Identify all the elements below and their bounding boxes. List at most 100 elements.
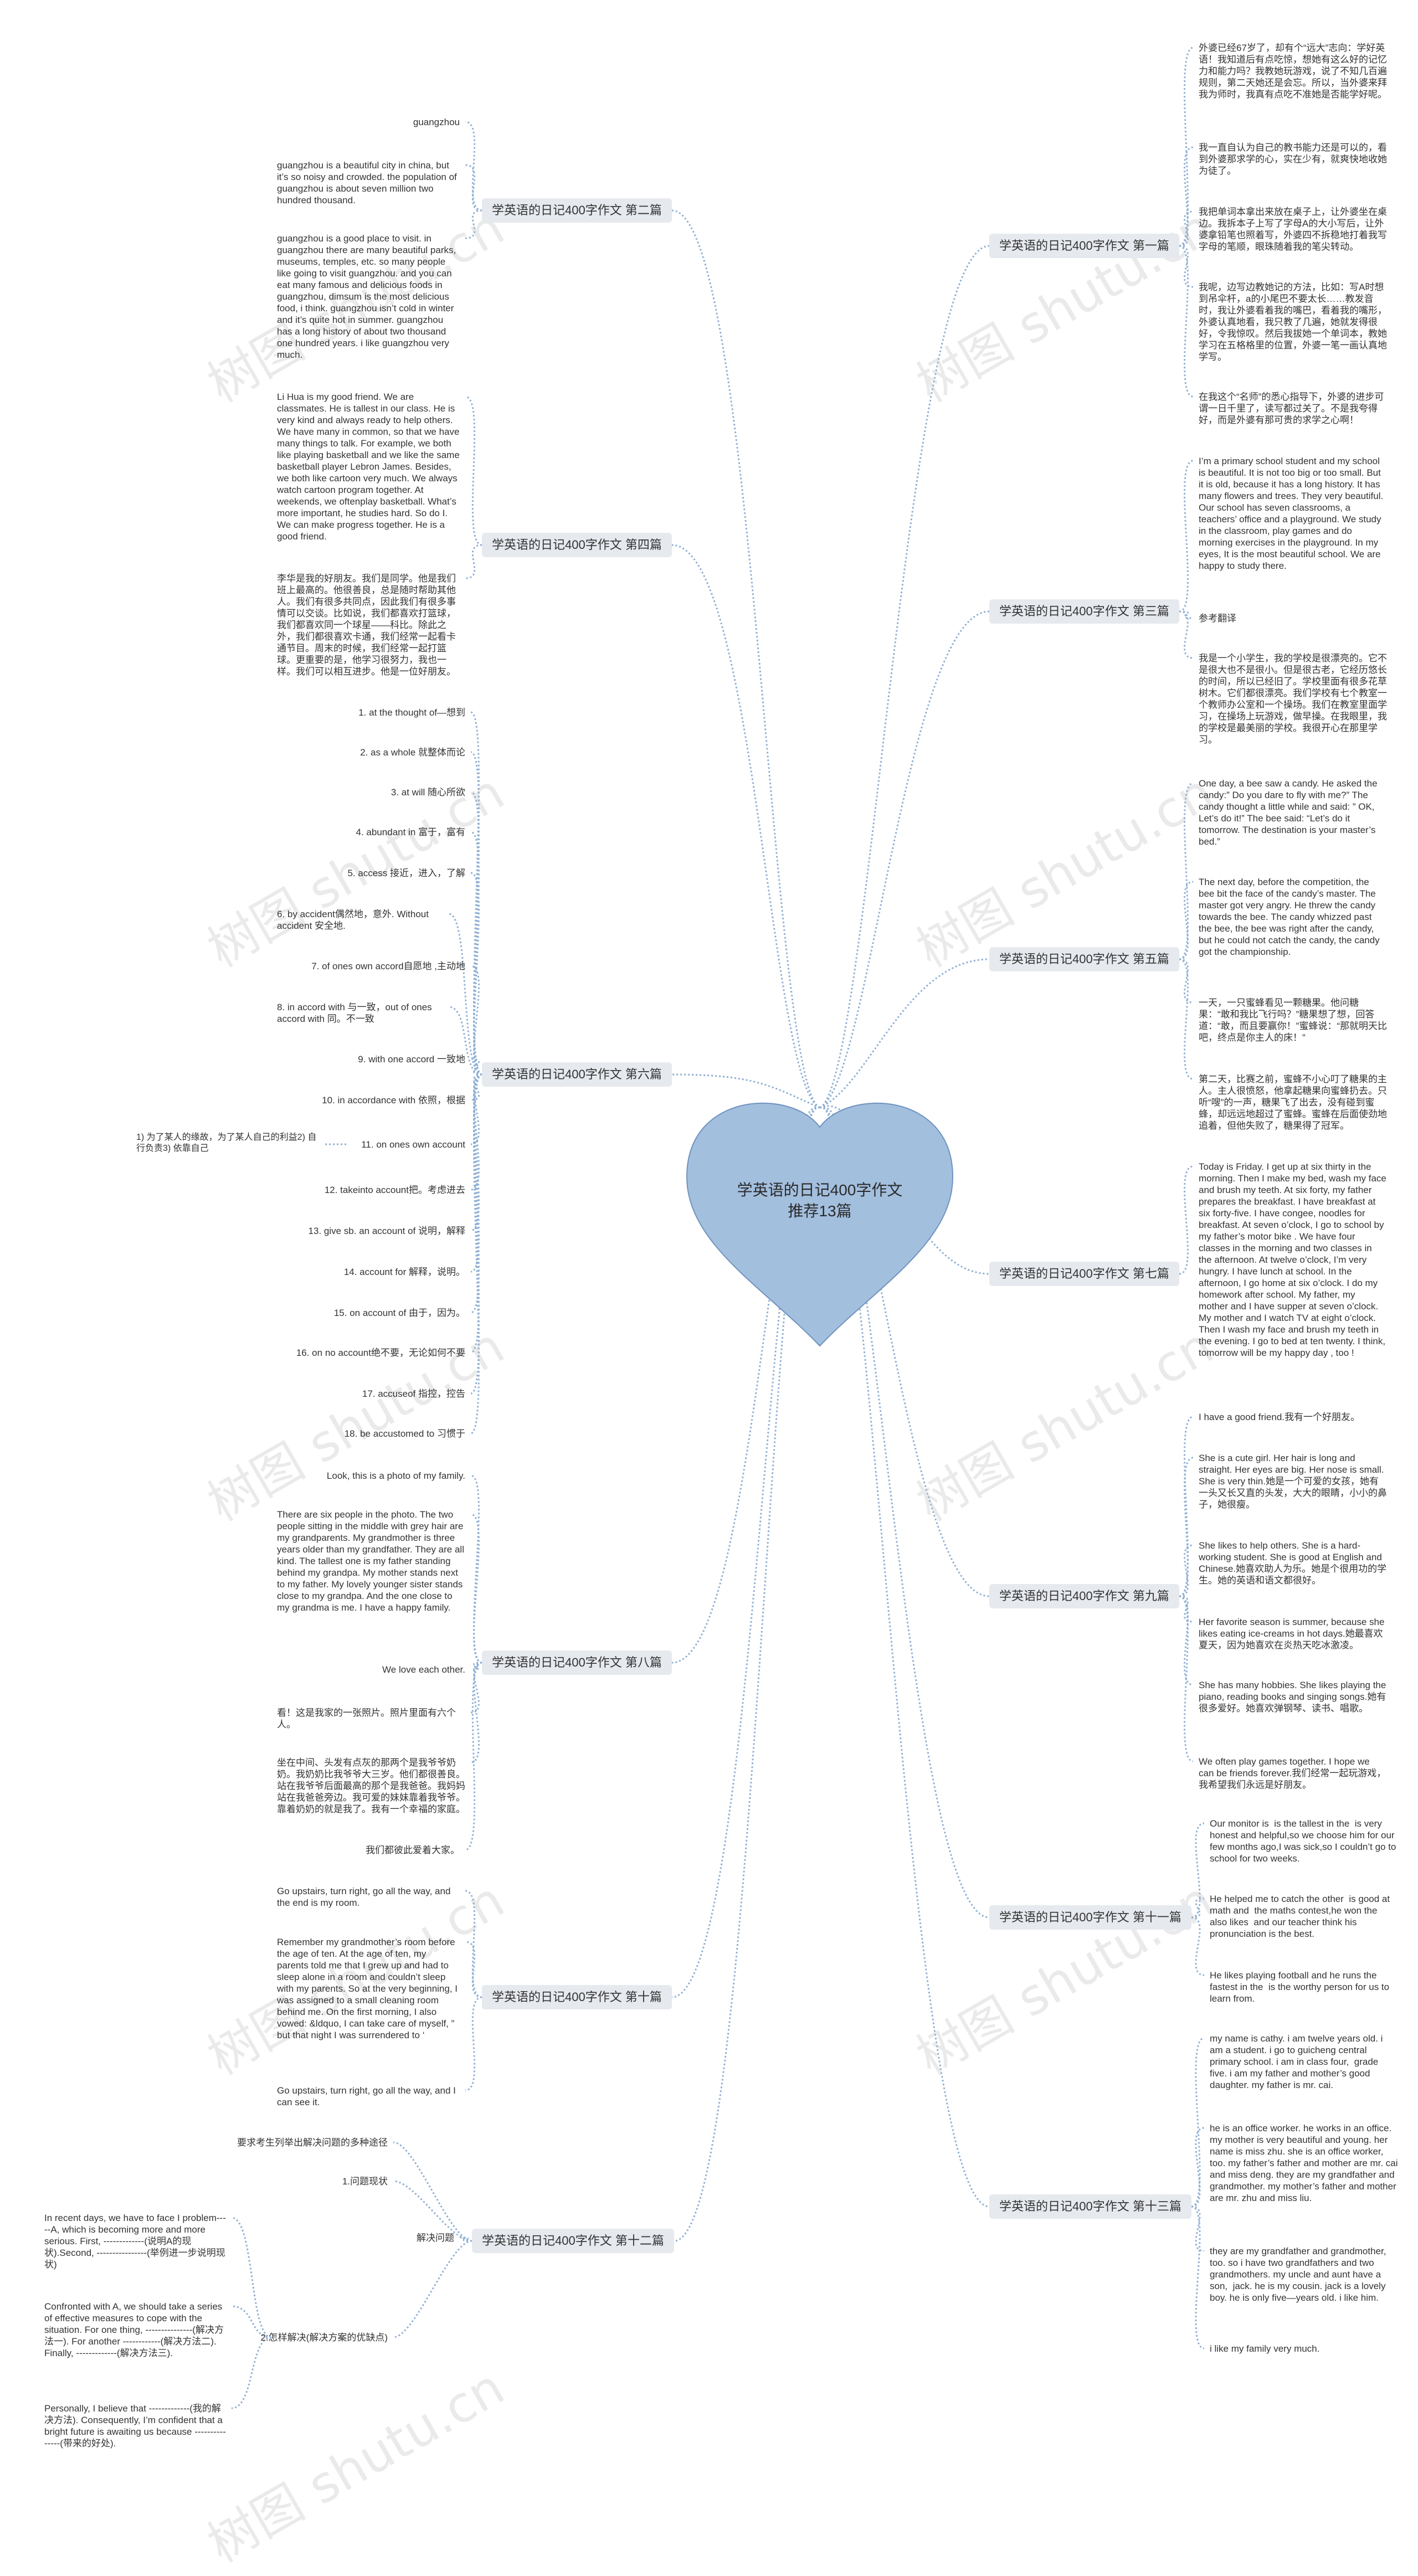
connector-line: [470, 1513, 482, 1664]
leaf-text: The next day, before the competition, th…: [1199, 877, 1383, 957]
connector-line: [470, 1073, 482, 1101]
leaf-text: 15. on account of 由于，因为。: [333, 1308, 465, 1318]
connector-line: [819, 245, 990, 1109]
leaf-text: She is a cute girl. Her hair is long and…: [1199, 1453, 1387, 1510]
center-title-line1: 学英语的日记400字作文: [737, 1181, 903, 1199]
connector-line: [1179, 245, 1194, 398]
center-title-line2: 推荐13篇: [788, 1202, 852, 1220]
connector-line: [393, 2141, 472, 2242]
leaf-text: guangzhou: [413, 117, 460, 127]
leaf-text: 看！这是我家的一张照片。照片里面有六个人。: [277, 1708, 456, 1730]
connector-line: [448, 913, 482, 1076]
leaf-text: Remember my grandmother’s room before th…: [277, 1937, 460, 2040]
connector-line: [1191, 2205, 1205, 2252]
connector-line: [465, 544, 482, 579]
leaf-sub-text: Confronted with A, we should take a seri…: [44, 2301, 225, 2358]
connector-line: [470, 1662, 482, 1670]
leaf-text: I have a good friend.我有一个好朋友。: [1199, 1412, 1360, 1422]
connector-line: [1179, 1544, 1194, 1597]
connector-line: [1179, 1595, 1194, 1686]
leaf-text: 李华是我的好朋友。我们是同学。他是我们班上最高的。他很善良，总是随时帮助其他人。…: [277, 573, 456, 677]
center-topic[interactable]: 学英语的日记400字作文 推荐13篇: [706, 1180, 933, 1222]
connector-line: [1191, 2127, 1205, 2208]
leaf-text: Our monitor is is the tallest in the is …: [1210, 1818, 1400, 1864]
leaf-text: He likes playing football and he runs th…: [1210, 1970, 1392, 2004]
leaf-text: 4. abundant in 富于，富有: [356, 827, 465, 837]
connector-line: [819, 610, 990, 1109]
connector-line: [470, 1662, 482, 1763]
connector-line: [465, 1662, 482, 1851]
connector-line: [1191, 1822, 1205, 1919]
connector-line: [470, 1073, 482, 1354]
leaf-text: One day, a bee saw a candy. He asked the…: [1199, 778, 1380, 847]
connector-line: [470, 872, 482, 1076]
branch-node-5[interactable]: 学英语的日记400字作文 第五篇: [989, 947, 1179, 971]
leaf-text: 在我这个“名师”的悉心指导下，外婆的进步可谓一日千里了，读写都过关了。不是我夸得…: [1199, 392, 1384, 425]
connector-line: [470, 1073, 482, 1145]
leaf-text: 14. account for 解释，说明。: [343, 1267, 465, 1277]
leaf-text: Li Hua is my good friend. We are classma…: [277, 392, 463, 542]
connector-line: [470, 1058, 482, 1076]
leaf-text: 外婆已经67岁了，却有个“远大”志向：学好英语！我知道后有点吃惊，想她有这么好的…: [1199, 43, 1387, 100]
branch-node-10[interactable]: 学英语的日记400字作文 第十篇: [482, 1985, 672, 2009]
leaf-text: 18. be accustomed to 习惯于: [344, 1428, 465, 1439]
connector-line: [470, 831, 482, 1076]
branch-node-11[interactable]: 学英语的日记400字作文 第十一篇: [989, 1905, 1191, 1930]
branch-node-2[interactable]: 学英语的日记400字作文 第二篇: [482, 198, 672, 223]
leaf-text: Go upstairs, turn right, go all the way,…: [277, 2085, 459, 2107]
leaf-sub-text: In recent days, we have to face I proble…: [44, 2213, 226, 2270]
leaf-text: She likes to help others. She is a hard-…: [1199, 1540, 1387, 1586]
leaf-text: 解决问题: [417, 2233, 454, 2243]
branch-node-9[interactable]: 学英语的日记400字作文 第九篇: [989, 1584, 1179, 1608]
connector-line: [671, 544, 820, 1109]
leaf-text: 1. at the thought of—想到: [358, 707, 465, 718]
leaf-text: 我把单词本拿出来放在桌子上，让外婆坐在桌边。我拆本子上写了字母A的大小写后，让外…: [1199, 207, 1387, 252]
branch-node-3[interactable]: 学英语的日记400字作文 第三篇: [989, 599, 1179, 624]
leaf-text: We often play games together. I hope we …: [1199, 1756, 1386, 1790]
leaf-text: 我们都彼此爱着大家。: [366, 1845, 460, 1855]
connector-line: [1191, 1916, 1205, 1976]
branch-node-7[interactable]: 学英语的日记400字作文 第七篇: [989, 1262, 1179, 1286]
connector-line: [1179, 958, 1194, 1080]
branch-node-8[interactable]: 学英语的日记400字作文 第八篇: [482, 1651, 672, 1675]
leaf-text: 要求考生列举出解决问题的多种途径: [237, 2137, 388, 2148]
leaf-text: He helped me to catch the other is good …: [1210, 1894, 1393, 1939]
connector-line: [470, 1474, 482, 1664]
leaf-text: 坐在中间、头发有点灰的那两个是我爷爷奶奶。我奶奶比我爷爷大三岁。他们都很善良。站…: [277, 1757, 465, 1814]
leaf-text: 1.问题现状: [342, 2176, 388, 2187]
connector-line: [1179, 146, 1194, 247]
connector-line: [819, 1106, 990, 1597]
leaf-sub-note: 1) 为了某人的缘故，为了某人自己的利益2) 自行负责3) 依靠自己: [136, 1133, 317, 1153]
leaf-text: 第二天，比赛之前，蜜蜂不小心叮了糖果的主人。主人很愤怒，他拿起糖果向蜜蜂扔去。只…: [1199, 1074, 1387, 1131]
connector-line: [1179, 610, 1194, 659]
connector-line: [470, 1073, 482, 1191]
leaf-text: 2. as a whole 就整体而论: [360, 747, 465, 758]
branch-node-4[interactable]: 学英语的日记400字作文 第四篇: [482, 533, 672, 557]
leaf-text: 13. give sb. an account of 说明，解释: [308, 1226, 465, 1236]
leaf-text: Go upstairs, turn right, go all the way,…: [277, 1886, 454, 1908]
leaf-text: I’m a primary school student and my scho…: [1199, 456, 1386, 571]
connector-line: [470, 1662, 482, 1714]
connector-line: [1179, 460, 1194, 613]
connector-line: [231, 2305, 272, 2338]
leaf-text: 8. in accord with 与一致，out of ones accord…: [277, 1002, 435, 1024]
leaf-text: There are six people in the photo. The t…: [277, 1509, 467, 1613]
leaf-text: Her favorite season is summer, because s…: [1199, 1617, 1388, 1651]
branch-node-6[interactable]: 学英语的日记400字作文 第六篇: [482, 1062, 672, 1087]
connector-line: [1179, 210, 1194, 247]
branch-node-12[interactable]: 学英语的日记400字作文 第十二篇: [472, 2229, 674, 2253]
connector-line: [465, 209, 482, 239]
leaf-text: 3. at will 随心所欲: [391, 787, 465, 798]
connector-line: [465, 1941, 482, 1998]
leaf-text: they are my grandfather and grandmother,…: [1210, 2246, 1391, 2303]
connector-line: [470, 1073, 482, 1395]
branch-node-13[interactable]: 学英语的日记400字作文 第十三篇: [989, 2194, 1191, 2219]
branch-node-1[interactable]: 学英语的日记400字作文 第一篇: [989, 234, 1179, 258]
connector-line: [671, 209, 820, 1109]
connector-line: [1191, 1898, 1205, 1919]
leaf-text: 12. takeinto account把。考虑进去: [324, 1185, 465, 1195]
leaf-text: 17. accuseof 指控，控告: [362, 1389, 465, 1399]
connector-line: [465, 164, 482, 212]
connector-line: [470, 965, 482, 1076]
leaf-text: 16. on no account绝不要，无论如何不要: [296, 1348, 465, 1358]
